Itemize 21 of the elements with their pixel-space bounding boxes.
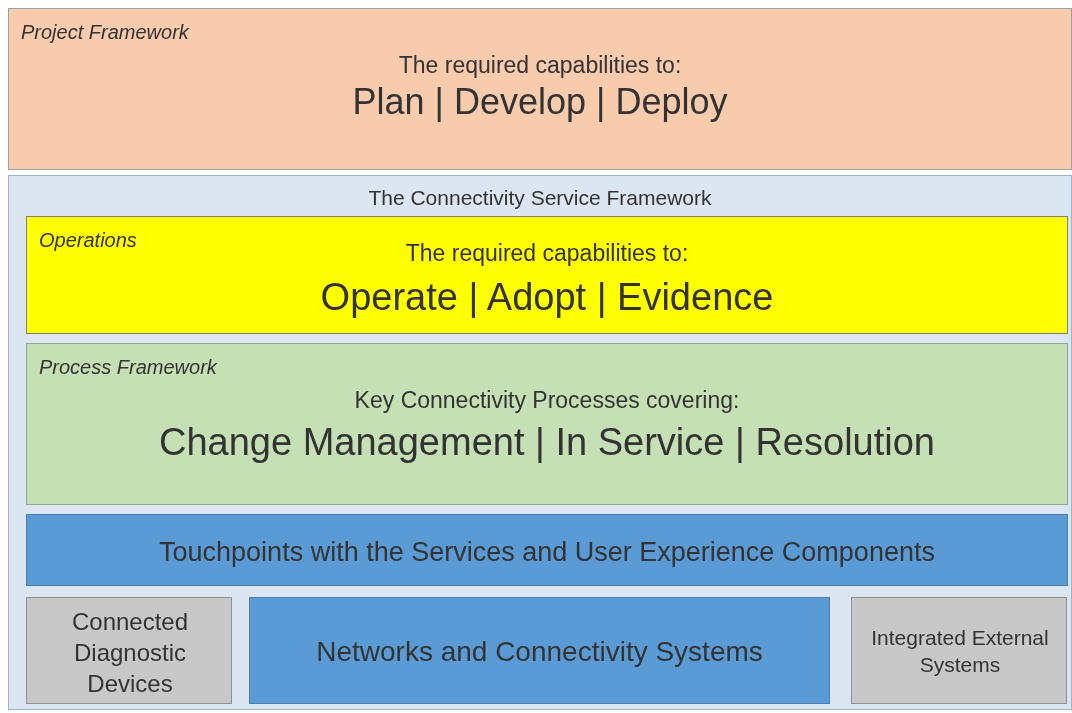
- external-systems-box: [851, 597, 1067, 704]
- framework-panel: [8, 175, 1072, 710]
- capability-list: Change Management | In Service | Resolution: [159, 418, 935, 468]
- framework-title: The Connectivity Service Framework: [368, 185, 712, 211]
- project-panel: [8, 8, 1072, 170]
- section-heading: Process Framework: [39, 355, 219, 380]
- subtitle: The required capabilities to:: [405, 239, 689, 268]
- touchpoints-bar: [26, 514, 1068, 586]
- capability-list: Operate | Adopt | Evidence: [320, 273, 774, 323]
- subtitle: Key Connectivity Processes covering:: [354, 386, 740, 415]
- process-panel: [26, 343, 1068, 505]
- operations-panel: [26, 216, 1068, 334]
- box-label: Networks and Connectivity Systems: [316, 635, 763, 669]
- subtitle: The required capabilities to:: [398, 51, 682, 80]
- box-label: Integrated External Systems: [870, 625, 1050, 679]
- networks-box: [249, 597, 830, 704]
- box-label: Connected Diagnostic Devices: [70, 607, 190, 700]
- layer-label: Touchpoints with the Services and User Experience Components: [159, 536, 935, 569]
- section-heading: Project Framework: [21, 20, 191, 45]
- capability-list: Plan | Develop | Deploy: [352, 79, 728, 126]
- devices-box: [26, 597, 232, 704]
